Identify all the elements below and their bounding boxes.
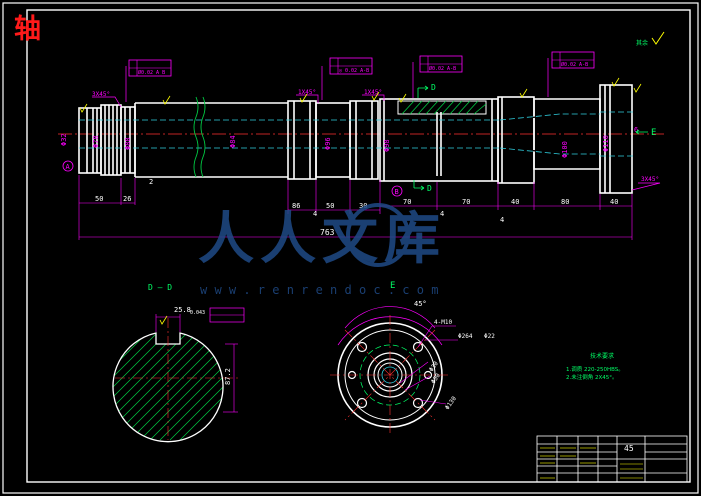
tolerance-frame-3: Ø0.02 A-B [419, 55, 463, 73]
svg-text:Ø0.02 A-B: Ø0.02 A-B [429, 65, 456, 72]
view-e-hole-spec: 4-M10 [434, 319, 452, 326]
dim-50a: 50 [95, 195, 103, 203]
dim-40b: 40 [610, 198, 618, 206]
dia-label-100: Φ100 [561, 141, 569, 158]
technical-notes: 技术要求 1.调质 220-250HBS。 2.未注倒角 2X45°。 [566, 352, 624, 381]
datum-a: A [62, 160, 74, 172]
dim-40a: 40 [511, 198, 519, 206]
tolerance-frame-4: Ø0.02 A-B [551, 51, 595, 69]
section-dd-width-dim: 25.8 [174, 306, 191, 314]
view-e-angle: 45° [414, 300, 427, 308]
keyway-hatch [397, 100, 487, 115]
view-e-dia-264: Φ264 [458, 333, 473, 340]
view-e-label: E [390, 281, 395, 291]
dia-label-78: Φ78 [92, 135, 100, 148]
view-e: E [330, 281, 495, 435]
drawing-title: 轴 [14, 14, 41, 45]
dia-label-98: Φ98 [383, 139, 391, 152]
dim-4a: 4 [313, 210, 317, 218]
view-marker-e: E [651, 128, 656, 138]
dia-label-6: 6 [634, 126, 638, 134]
notes-heading: 技术要求 [590, 352, 614, 360]
leader-lines [92, 58, 661, 191]
dim-70b: 70 [462, 198, 470, 206]
dia-label-96: Φ96 [324, 137, 332, 150]
shaft-outline [78, 84, 633, 194]
svg-text:B: B [395, 188, 399, 196]
watermark-url: w w w . r e n r e n d o c . c o m [200, 283, 438, 297]
section-arrow-bottom [413, 180, 425, 191]
chamfer-label-2: 1X45° [298, 89, 316, 96]
main-view: Φ32 Φ78 Φ88 Φ84 Φ96 Φ98 Φ100 Φ110 6 3X45… [58, 51, 664, 240]
dia-label-32: Φ32 [60, 133, 68, 146]
section-arrow-top [417, 85, 429, 98]
dia-label-110: Φ110 [602, 135, 610, 152]
svg-text:◎ 0.02 A-B: ◎ 0.02 A-B [339, 68, 369, 74]
watermark: 人人文库 w w w . r e n r e n d o c . c o m [198, 203, 446, 297]
view-arrow-e [635, 129, 648, 135]
section-marker-d-bottom: D [427, 184, 432, 193]
dia-label-88: Φ88 [124, 137, 132, 150]
tolerance-frame-2: ◎ 0.02 A-B [329, 57, 373, 75]
dim-80: 80 [561, 198, 569, 206]
break-lines [193, 96, 206, 178]
section-dd-depth-dim: 87.2 [224, 368, 232, 385]
dim-26a: 26 [123, 195, 131, 203]
notes-line-1: 1.调质 220-250HBS。 [566, 365, 624, 373]
view-e-dia-22: Φ22 [484, 333, 495, 340]
notes-line-2: 2.未注倒角 2X45°。 [566, 373, 618, 381]
dim-2: 2 [149, 178, 153, 186]
roughness-note: 其余 [636, 39, 648, 47]
section-dd-tol-frame [209, 307, 245, 323]
section-dd-label: D — D [148, 283, 172, 292]
internal-bore [79, 111, 636, 157]
tolerance-frame-1: Ø0.02 A B [128, 59, 172, 77]
dim-70a: 70 [403, 198, 411, 206]
watermark-text: 人人文库 [198, 207, 446, 272]
section-dd: D — D [112, 283, 245, 443]
dim-86: 86 [292, 202, 300, 210]
title-block [536, 435, 688, 483]
svg-text:A: A [66, 163, 71, 171]
svg-text:Ø0.02 A B: Ø0.02 A B [138, 69, 165, 76]
chamfer-label-4: 3X45° [641, 176, 659, 183]
section-marker-d-top: D [431, 83, 436, 92]
title-block-fillers [540, 447, 643, 479]
chamfer-label-1: 3X45° [92, 91, 110, 98]
dim-50b: 50 [326, 202, 334, 210]
chamfer-label-3: 1X45° [364, 89, 382, 96]
svg-text:Ø0.02 A-B: Ø0.02 A-B [561, 61, 588, 68]
datum-b: B [391, 185, 403, 197]
roughness-symbol-general [651, 31, 665, 45]
dim-30: 30 [359, 202, 367, 210]
inner-frame [26, 9, 691, 483]
dim-total: 763 [320, 228, 335, 237]
dim-4c: 4 [500, 216, 504, 224]
roughness-marks [79, 77, 642, 113]
title-block-material: 45 [624, 444, 634, 453]
dia-label-84: Φ84 [229, 135, 237, 148]
section-dd-tolerance: 0.043 [190, 310, 205, 316]
dim-4b: 4 [440, 210, 444, 218]
